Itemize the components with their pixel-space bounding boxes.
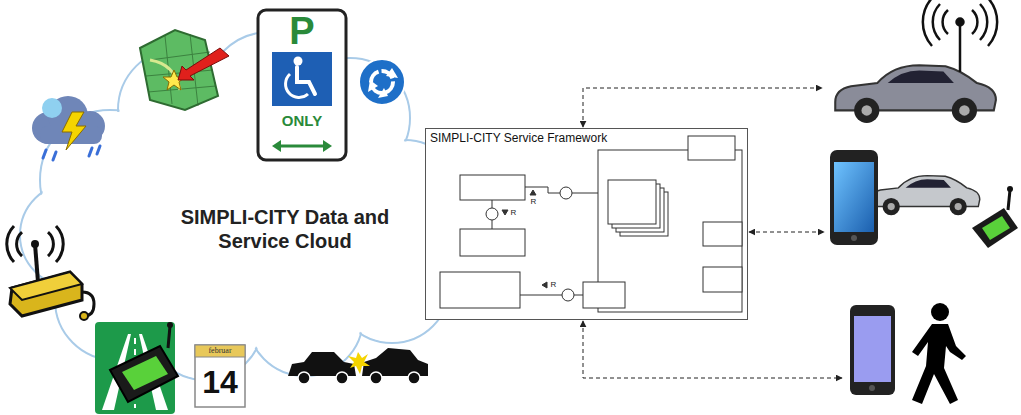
sign-letter: P (262, 12, 342, 50)
interface-role: R (509, 208, 518, 218)
cloud-title: SIMPLI-CITY Data and Service Cloud (180, 205, 390, 253)
device-link (583, 88, 842, 378)
obd-device (972, 186, 1018, 248)
parking-sign (258, 10, 346, 160)
sign-text: ONLY (262, 110, 342, 130)
highway-sign (95, 322, 178, 414)
pedestrian-icon (912, 303, 966, 404)
router-icon (7, 226, 94, 320)
interface-role: R (549, 280, 558, 290)
smartphone-icon (850, 305, 895, 395)
calendar-month: februar (195, 345, 245, 357)
calendar-day: 14 (195, 359, 245, 405)
roundabout-sign (359, 59, 405, 105)
smartphone-icon (830, 150, 878, 245)
cloud-region: SIMPLI-CITY Data and Service Cloud (30, 40, 460, 370)
calendar-icon (195, 345, 245, 407)
component-diagram (440, 136, 742, 312)
weather-icon (32, 96, 105, 160)
box-title: SIMPLI-CITY Service Framework (430, 131, 670, 145)
map-icon (140, 30, 229, 110)
interface-role: R (529, 197, 538, 207)
crash-icon (288, 348, 428, 384)
framework-box: SIMPLI-CITY Service Framework (425, 128, 748, 320)
cloud-outline (20, 32, 460, 380)
antenna-icon (923, 0, 997, 72)
